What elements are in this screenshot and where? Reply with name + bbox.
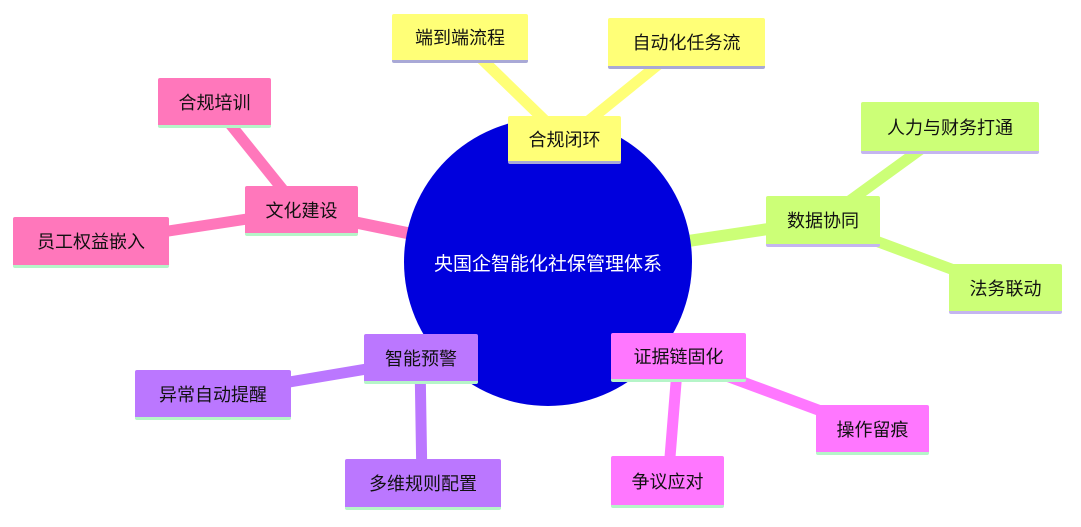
node-end-to-end-process: 端到端流程: [392, 14, 528, 63]
node-label: 文化建设: [265, 200, 338, 222]
node-label: 法务联动: [969, 278, 1042, 300]
node-label: 争议应对: [631, 471, 704, 493]
node-evidence-chain: 证据链固化: [611, 333, 746, 382]
node-automation-taskflow: 自动化任务流: [608, 18, 765, 69]
node-label: 人力与财务打通: [887, 117, 1013, 139]
node-legal-linkage: 法务联动: [949, 264, 1062, 314]
node-operation-trace: 操作留痕: [816, 405, 929, 455]
node-label: 操作留痕: [836, 419, 909, 441]
node-compliance-loop: 合规闭环: [508, 116, 621, 164]
node-label: 数据协同: [787, 211, 859, 232]
node-label: 智能预警: [385, 348, 457, 370]
node-label: 员工权益嵌入: [37, 232, 145, 253]
center-label: 央国企智能化社保管理体系: [433, 252, 662, 275]
node-label: 合规培训: [178, 92, 251, 114]
node-data-collab: 数据协同: [766, 196, 880, 247]
node-culture-building: 文化建设: [245, 186, 358, 236]
node-employee-rights: 员工权益嵌入: [13, 217, 169, 268]
node-label: 证据链固化: [633, 347, 724, 368]
node-label: 异常自动提醒: [159, 384, 267, 406]
node-label: 端到端流程: [415, 28, 505, 49]
node-smart-alert: 智能预警: [364, 334, 478, 384]
node-label: 合规闭环: [528, 129, 601, 151]
node-multi-rule-config: 多维规则配置: [345, 459, 501, 510]
node-hr-finance-link: 人力与财务打通: [861, 102, 1039, 154]
node-compliance-training: 合规培训: [158, 78, 271, 128]
node-label: 自动化任务流: [632, 33, 741, 54]
node-dispute-response: 争议应对: [611, 456, 724, 508]
node-anomaly-reminder: 异常自动提醒: [135, 370, 291, 420]
node-label: 多维规则配置: [369, 474, 477, 495]
